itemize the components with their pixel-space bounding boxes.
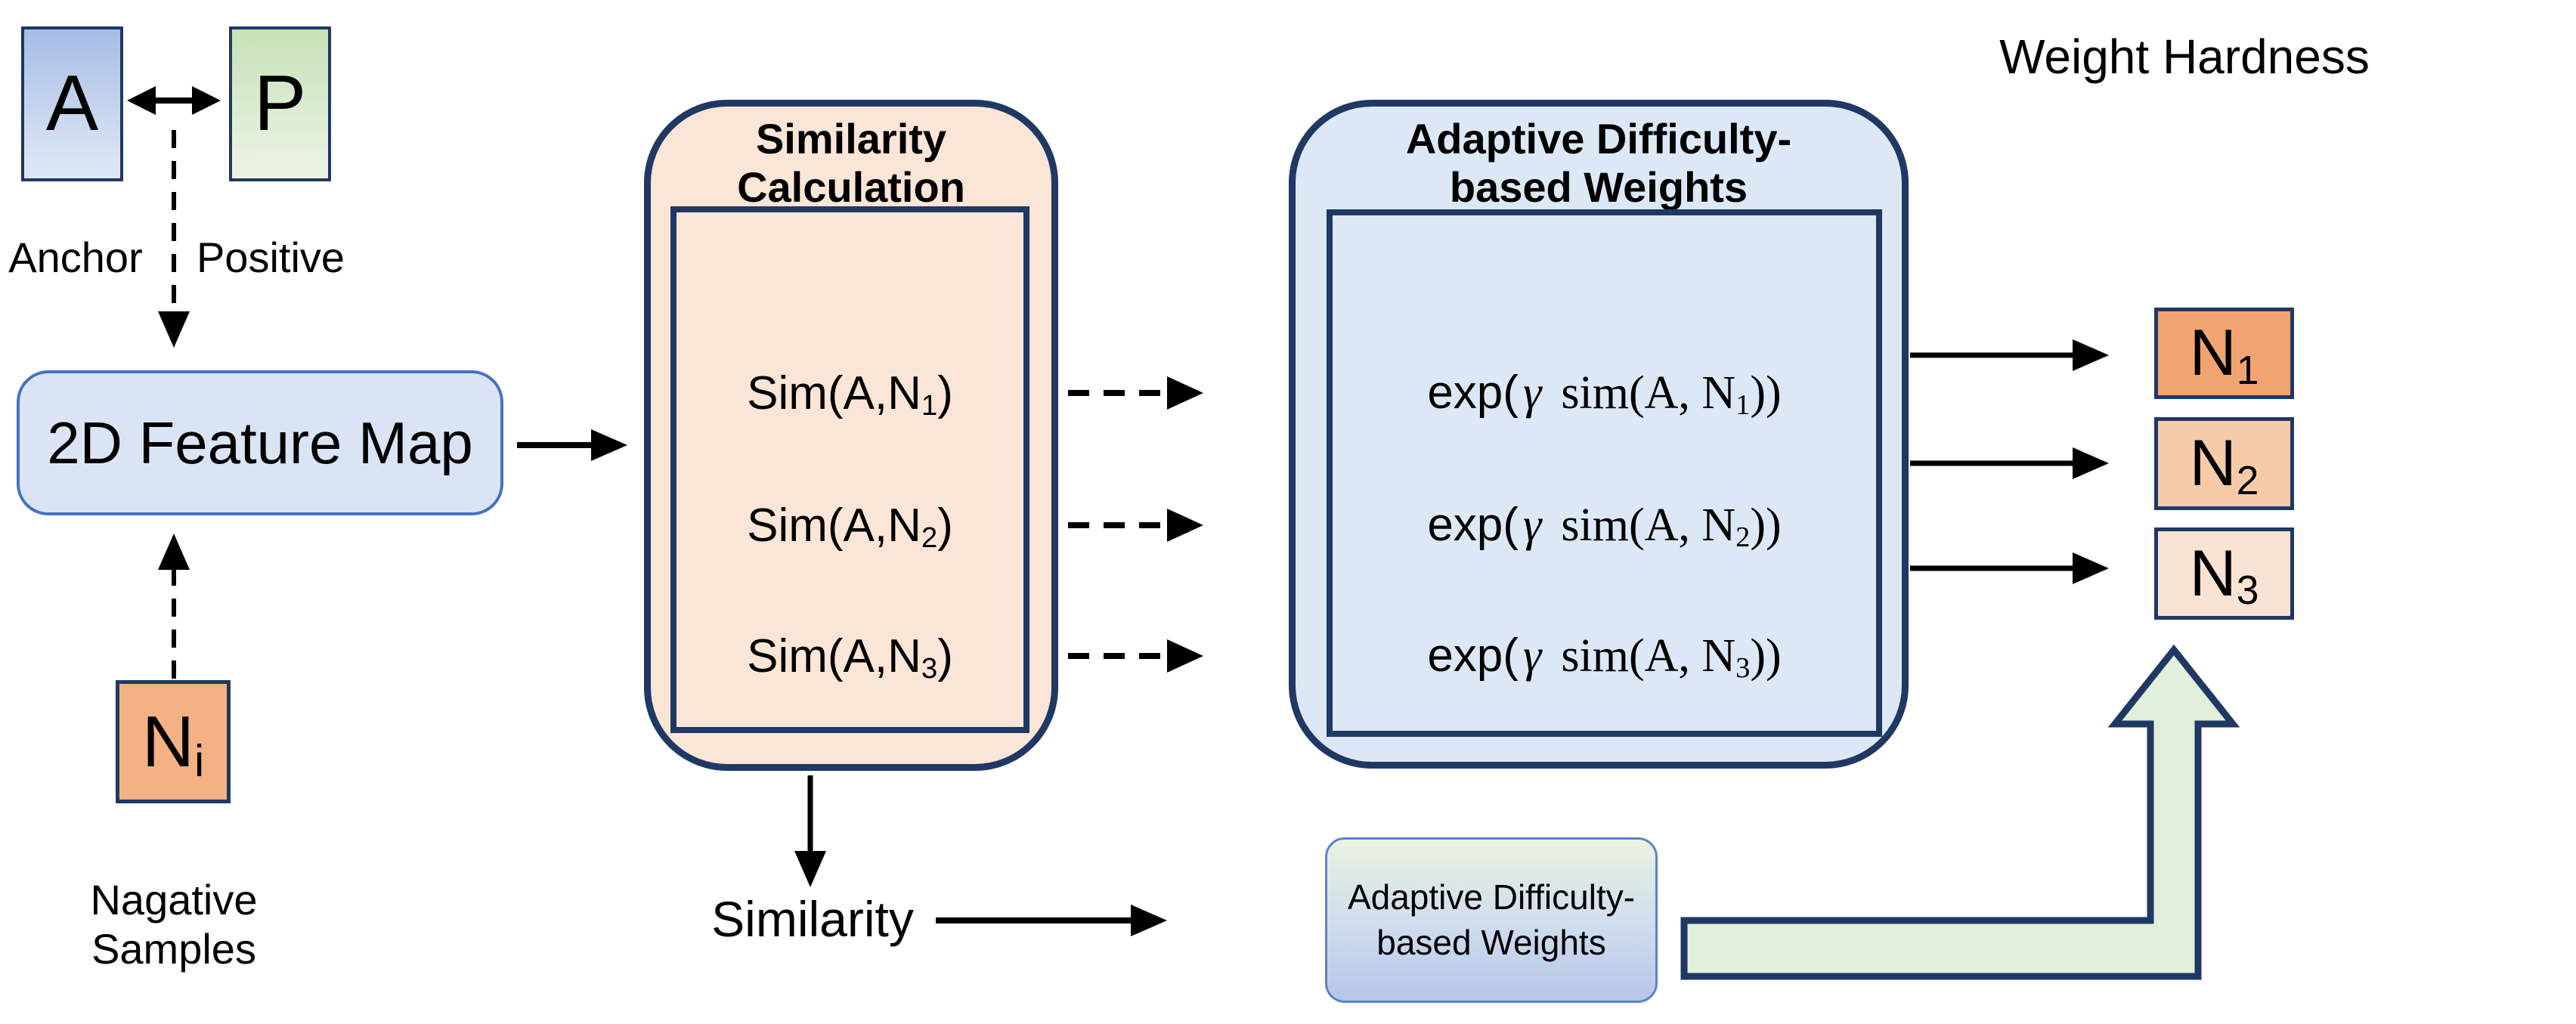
similarity-to-weights-arrow-icon [936,905,1167,936]
similarity-calculation-title: Similarity Calculation [644,115,1058,212]
hardness-n2-text: N2 [2189,427,2259,503]
positive-letter: P [253,60,307,147]
sim-row-1: Sim(A,N1) [670,355,1029,431]
similarity-down-arrow-icon [794,775,826,887]
featuremap-to-similarity-arrow-icon [517,429,627,461]
anchor-label: Anchor [8,234,143,281]
anchor-positive-double-arrow-icon [127,86,221,115]
sim-row-3-text: Sim(A,N3) [747,630,953,685]
anchor-to-featuremap-dashed-arrow-icon [158,130,190,348]
weight-hardness-title: Weight Hardness [1999,29,2370,84]
exp-to-n2-arrow-icon [1910,447,2109,479]
negative-to-featuremap-dashed-arrow-icon [158,534,190,679]
negative-subscript: i [194,735,205,786]
sim-row-2: Sim(A,N2) [670,487,1029,563]
adaptive-inner-rect [1327,209,1882,737]
weights-result-line1: Adaptive Difficulty- [1347,877,1636,917]
positive-box: P [229,26,331,181]
adaptive-title-line1: Adaptive Difficulty- [1405,115,1792,162]
positive-label: Positive [196,234,345,281]
negative-letter: Ni [141,701,205,786]
hardness-box-n1: N1 [2154,308,2294,399]
similarity-title-line1: Similarity [755,115,947,162]
anchor-letter: A [45,60,99,147]
feature-map-label: 2D Feature Map [47,409,473,476]
sim-row-3: Sim(A,N3) [670,618,1029,694]
hardness-box-n2: N2 [2154,417,2294,510]
adaptive-weights-title: Adaptive Difficulty- based Weights [1289,115,1909,212]
sim-row-1-text: Sim(A,N1) [747,367,953,422]
negative-samples-label: Nagative Samples [90,876,258,973]
exp-to-n3-arrow-icon [1910,552,2109,584]
hardness-box-n3: N3 [2154,527,2294,620]
exp-to-n1-arrow-icon [1910,339,2109,371]
hardness-n3-text: N3 [2189,537,2259,614]
feature-map-box: 2D Feature Map [17,370,503,515]
similarity-arrow-label: Similarity [711,891,914,947]
adaptive-weights-result-box: Adaptive Difficulty- based Weights [1325,837,1658,1003]
similarity-inner-rect [670,206,1029,733]
anchor-box: A [21,26,123,181]
similarity-title-line2: Calculation [737,162,965,211]
adaptive-title-line2: based Weights [1449,162,1748,211]
weights-result-line2: based Weights [1376,922,1606,962]
negative-sample-box: Ni [116,680,231,803]
sim-row-2-text: Sim(A,N2) [747,499,953,554]
hardness-n1-text: N1 [2189,317,2259,393]
